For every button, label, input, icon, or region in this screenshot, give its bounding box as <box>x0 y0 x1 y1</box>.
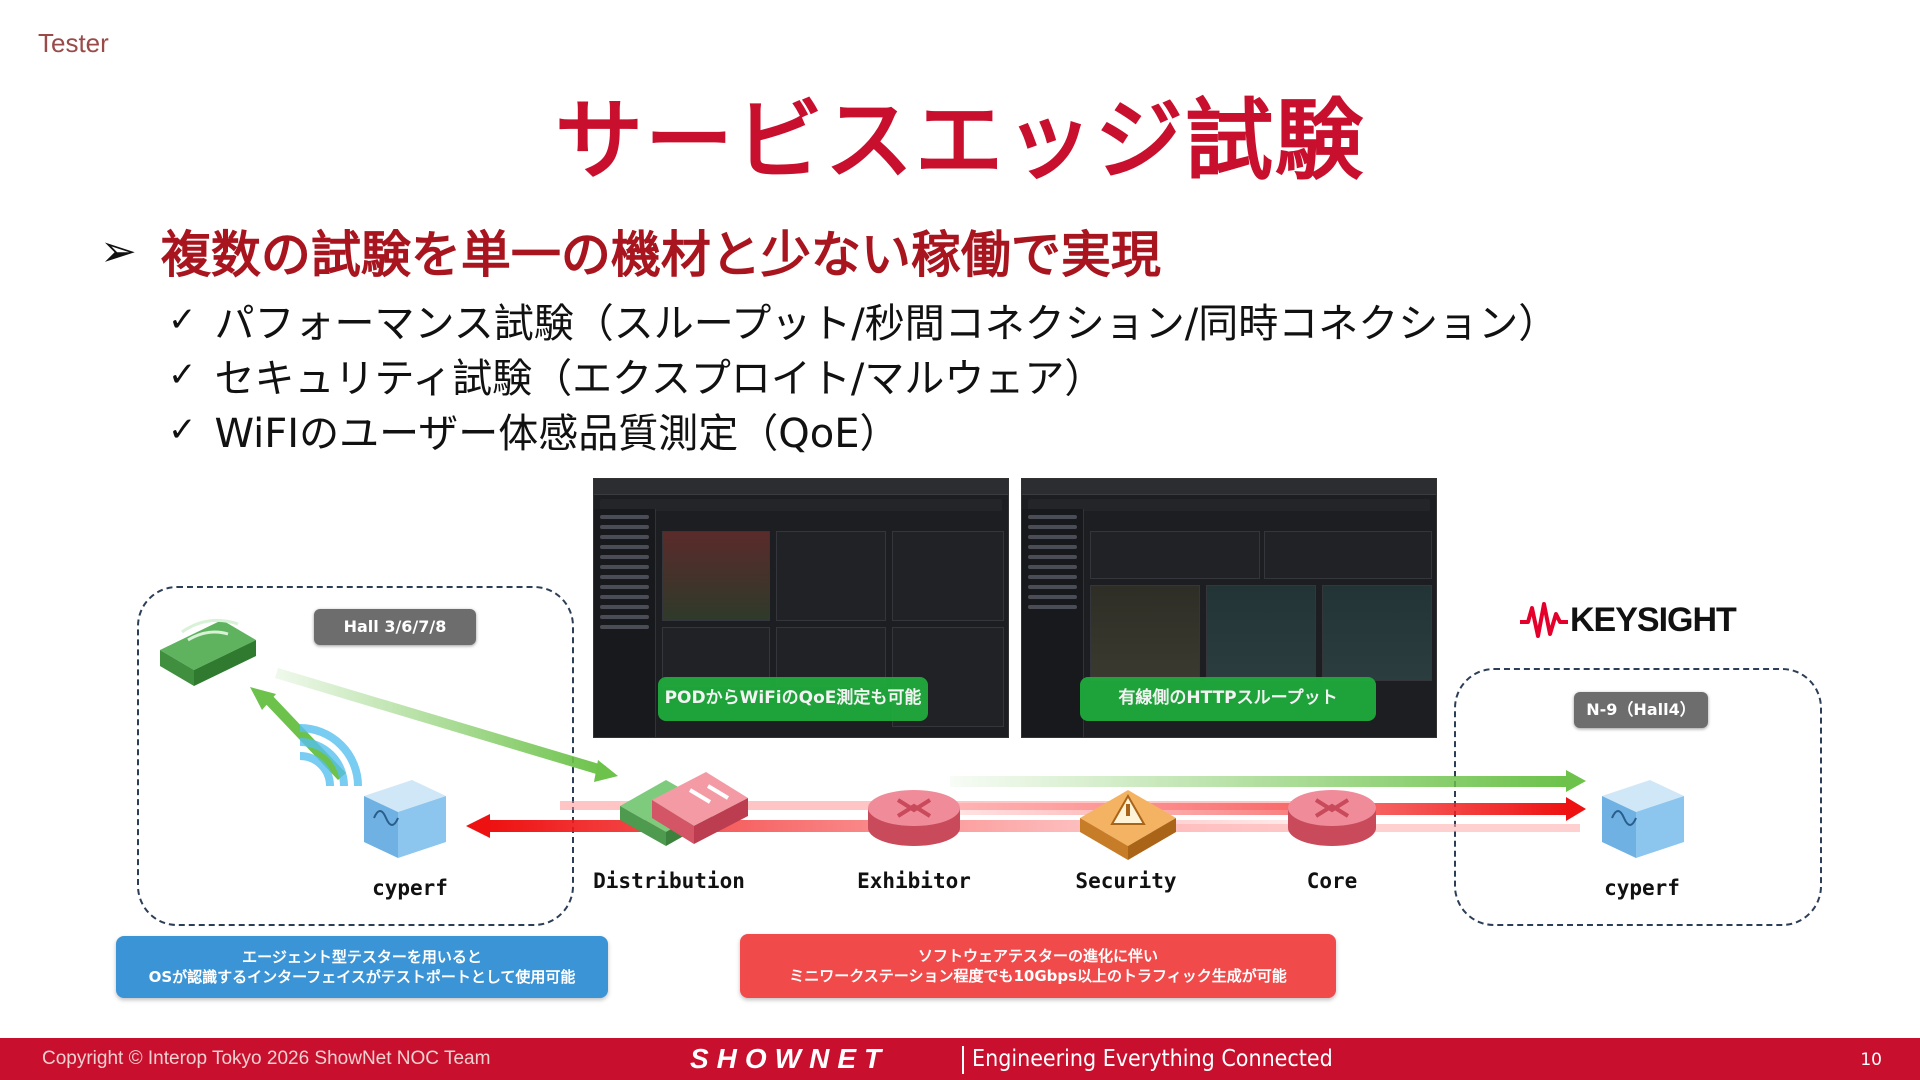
dashboard-sidebar <box>1022 509 1084 737</box>
wifi-signal-icon <box>299 724 362 787</box>
section-label: Tester <box>38 28 109 58</box>
lead-statement: ➢ 複数の試験を単一の機材と少ない稼働で実現 <box>100 215 1161 287</box>
bullet-text: セキュリティ試験（エクスプロイト/マルウェア） <box>214 355 1105 402</box>
page-number: 10 <box>1860 1050 1882 1070</box>
note-line: ミニワークステーション程度でも10Gbps以上のトラフィック生成が可能 <box>789 967 1287 985</box>
footer-tagline: Engineering Everything Connected <box>972 1046 1333 1072</box>
keysight-logo: KEYSIGHT <box>1518 600 1737 640</box>
agent-tester-note: エージェント型テスターを用いると OSが認識するインターフェイスがテストポートと… <box>116 936 608 998</box>
green-arrow-long <box>950 776 1568 787</box>
software-tester-note: ソフトウェアテスターの進化に伴い ミニワークステーション程度でも10Gbps以上… <box>740 934 1336 998</box>
qoe-caption: PODからWiFiのQoE測定も可能 <box>658 677 928 721</box>
red-arrow-left-head <box>466 814 490 838</box>
dashboard-panel <box>1206 585 1316 681</box>
dashboard-panel <box>892 531 1004 621</box>
check-icon: ✓ <box>168 299 197 340</box>
n9-hall-tag: N-9（Hall4） <box>1574 692 1708 728</box>
dashboard-panel <box>1264 531 1432 579</box>
wifi-ap-icon <box>160 618 256 686</box>
cyperf-left-icon <box>364 780 446 858</box>
note-line: OSが認識するインターフェイスがテストポートとして使用可能 <box>148 968 576 986</box>
red-arrow-right-head <box>1566 797 1586 821</box>
core-router-icon <box>1288 790 1376 846</box>
list-item: ✓ パフォーマンス試験（スループット/秒間コネクション/同時コネクション） <box>168 292 1558 347</box>
cyperf-left-label: cyperf <box>372 876 448 900</box>
lead-text: 複数の試験を単一の機材と少ない稼働で実現 <box>160 226 1161 284</box>
footer-bar: Copyright © Interop Tokyo 2026 ShowNet N… <box>0 1038 1920 1080</box>
dashboard-sidebar <box>594 509 656 737</box>
note-line: エージェント型テスターを用いると <box>242 948 482 966</box>
cyperf-right-icon <box>1602 780 1684 858</box>
green-arrow-head <box>594 760 618 782</box>
distribution-switch-icon <box>620 772 748 846</box>
security-label: Security <box>1075 869 1177 893</box>
left-site-group <box>137 586 574 926</box>
hall-tag: Hall 3/6/7/8 <box>314 609 476 645</box>
exhibitor-label: Exhibitor <box>857 869 971 893</box>
check-icon: ✓ <box>168 409 197 450</box>
bullet-text: パフォーマンス試験（スループット/秒間コネクション/同時コネクション） <box>214 300 1559 347</box>
copyright-text: Copyright © Interop Tokyo 2026 ShowNet N… <box>42 1048 491 1069</box>
bullet-text: WiFIのユーザー体感品質測定（QoE） <box>214 410 900 457</box>
security-firewall-icon <box>1080 790 1176 860</box>
list-item: ✓ セキュリティ試験（エクスプロイト/マルウェア） <box>168 347 1558 402</box>
address-bar <box>1028 499 1430 511</box>
dashboard-panel <box>1090 531 1260 579</box>
cyperf-right-label: cyperf <box>1604 876 1680 900</box>
core-label: Core <box>1306 869 1358 893</box>
green-arrow-long-head <box>1566 770 1586 792</box>
qoe-dashboard-screenshot: PODからWiFiのQoE測定も可能 <box>593 478 1009 738</box>
dashboard-panel <box>1322 585 1432 681</box>
right-site-group <box>1454 668 1822 926</box>
list-item: ✓ WiFIのユーザー体感品質測定（QoE） <box>168 402 1558 457</box>
dashboard-panel <box>1090 585 1200 681</box>
http-throughput-screenshot: 有線側のHTTPスループット <box>1021 478 1437 738</box>
green-arrow-ap <box>262 693 346 780</box>
green-arrow-diagonal <box>275 668 606 776</box>
keysight-wave-icon <box>1520 602 1568 638</box>
exhibitor-router-icon <box>868 790 960 846</box>
address-bar <box>600 499 1002 511</box>
page-title: サービスエッジ試験 <box>554 89 1365 192</box>
window-titlebar <box>594 479 1008 495</box>
dashboard-panel <box>662 531 770 621</box>
dashboard-panel <box>776 531 886 621</box>
distribution-label: Distribution <box>593 869 745 893</box>
shownet-logo: SHOWNET <box>690 1043 890 1074</box>
note-line: ソフトウェアテスターの進化に伴い <box>917 947 1158 965</box>
check-icon: ✓ <box>168 354 197 395</box>
red-arrow-right-a <box>900 803 1568 815</box>
window-titlebar <box>1022 479 1436 495</box>
keysight-wordmark: KEYSIGHT <box>1570 600 1737 639</box>
green-arrow-ap-head <box>250 687 276 710</box>
footer-divider <box>962 1046 964 1074</box>
arrow-bullet-icon: ➢ <box>100 225 137 277</box>
bullet-list: ✓ パフォーマンス試験（スループット/秒間コネクション/同時コネクション） ✓ … <box>168 292 1558 457</box>
http-caption: 有線側のHTTPスループット <box>1080 677 1376 721</box>
